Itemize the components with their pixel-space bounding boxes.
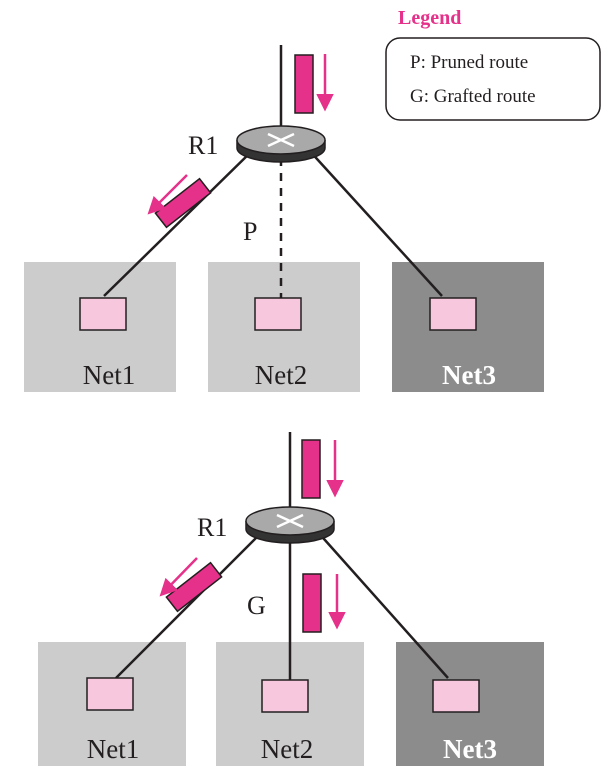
legend: Legend P: Pruned route G: Grafted route bbox=[385, 7, 601, 121]
network-label-net3-top: Net3 bbox=[442, 360, 496, 390]
arrow-icon bbox=[159, 557, 198, 597]
legend-item-pruned: P: Pruned route bbox=[410, 52, 528, 73]
packet-icon bbox=[301, 439, 321, 499]
router-icon bbox=[245, 506, 335, 544]
bottom-scenario: R1 G Net1 Net2 Net3 bbox=[38, 432, 544, 766]
pruned-link-label: P bbox=[243, 217, 257, 246]
packet-icon bbox=[294, 54, 314, 114]
packet-icon bbox=[154, 177, 212, 229]
legend-box bbox=[385, 37, 601, 121]
link-r1-net3-top bbox=[306, 147, 443, 297]
network-label-net2-bottom: Net2 bbox=[261, 734, 313, 764]
arrow-icon bbox=[147, 174, 188, 215]
link-r1-net3-bottom bbox=[315, 529, 449, 679]
link-r1-net1-bottom bbox=[115, 529, 265, 679]
host-icon bbox=[261, 679, 309, 713]
host-icon bbox=[432, 679, 480, 713]
router-label-top: R1 bbox=[188, 131, 218, 160]
packet-icon bbox=[165, 561, 223, 613]
network-label-net1-top: Net1 bbox=[83, 360, 135, 390]
router-label-bottom: R1 bbox=[197, 513, 227, 542]
host-icon bbox=[254, 297, 302, 331]
host-icon bbox=[79, 297, 127, 331]
legend-title: Legend bbox=[398, 7, 461, 29]
top-scenario: R1 P Net1 Net2 Net3 bbox=[24, 45, 544, 392]
link-r1-net1-top bbox=[103, 147, 256, 297]
grafted-link-label: G bbox=[247, 591, 266, 620]
router-icon bbox=[236, 125, 326, 163]
network-label-net1-bottom: Net1 bbox=[87, 734, 139, 764]
network-label-net2-top: Net2 bbox=[255, 360, 307, 390]
packet-icon bbox=[302, 573, 322, 633]
legend-item-grafted: G: Grafted route bbox=[410, 86, 536, 107]
host-icon bbox=[86, 677, 134, 711]
host-icon bbox=[429, 297, 477, 331]
network-label-net3-bottom: Net3 bbox=[443, 734, 497, 764]
